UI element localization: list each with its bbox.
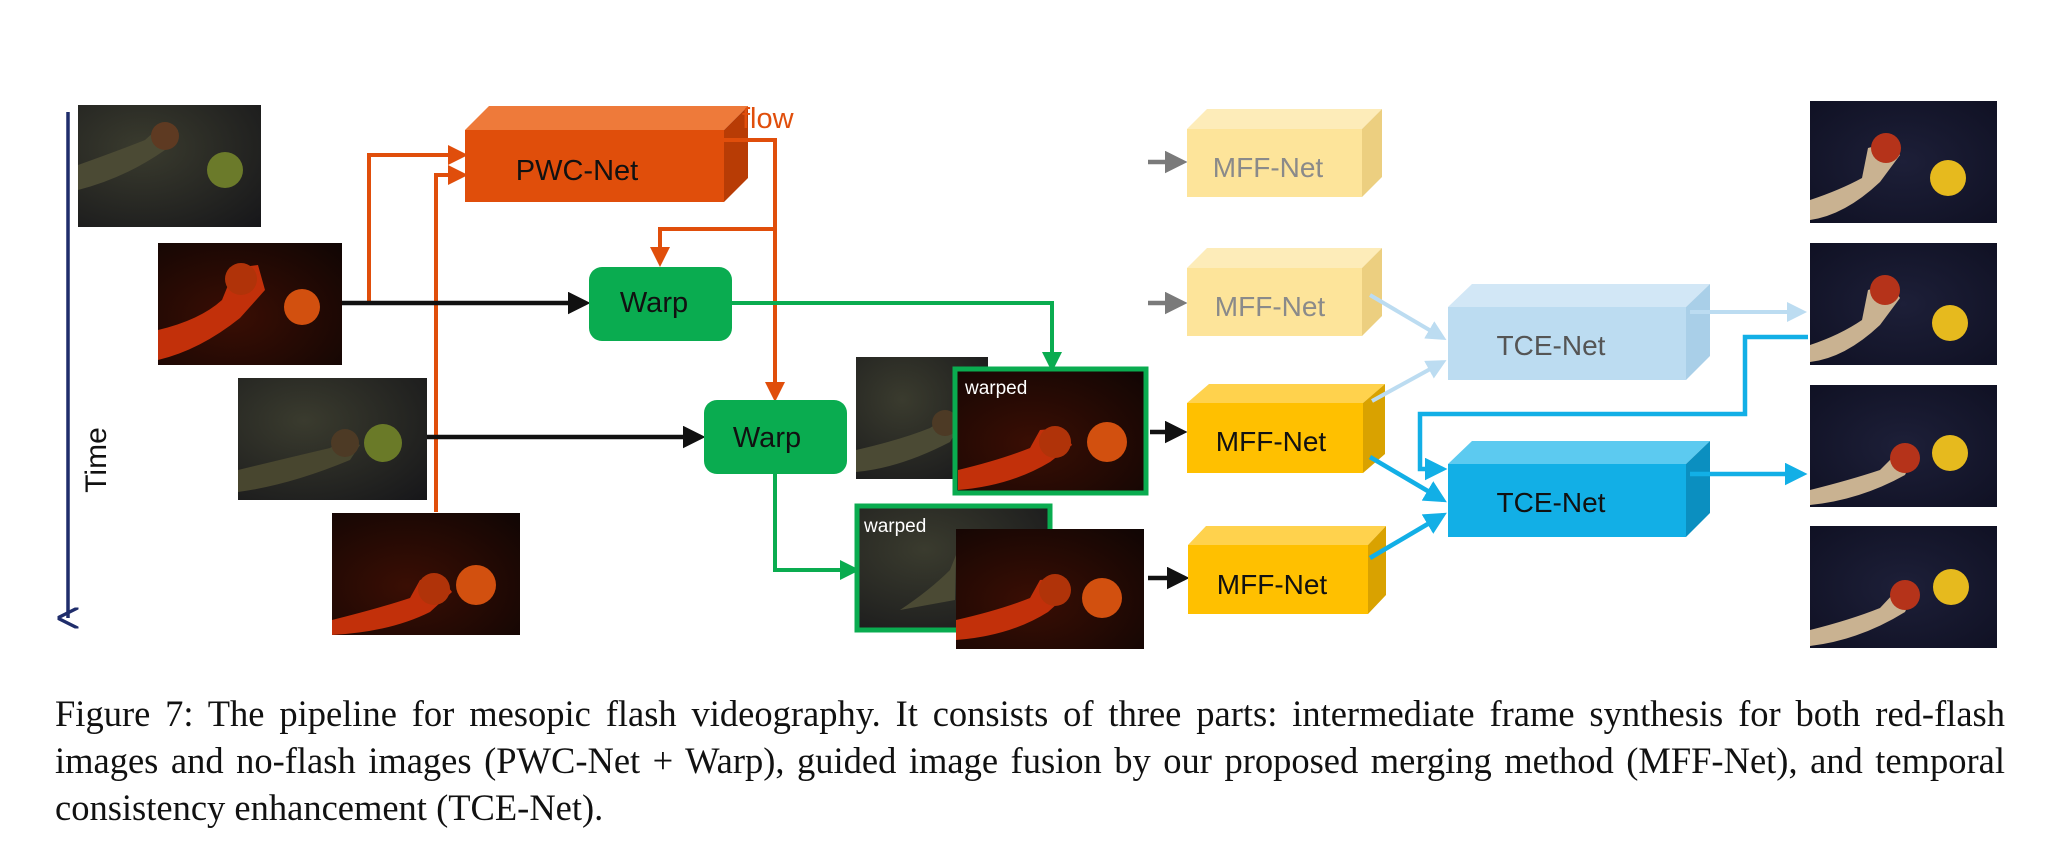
flow-arrow-to-warp-2	[724, 138, 785, 402]
tce-net-block-2: TCE-Net	[1448, 441, 1710, 537]
arrow-output2-feedback-to-tce2	[1417, 334, 1808, 481]
input-frame-2-redflash	[158, 243, 342, 365]
pair-2-redflash-frame	[956, 529, 1144, 649]
flow-arrow-to-warp-1	[650, 227, 775, 267]
output-frame-3	[1810, 385, 1997, 507]
figure-caption: Figure 7: The pipeline for mesopic flash…	[55, 693, 2005, 828]
warped-label-2: warped	[863, 516, 926, 537]
pwc-net-label: PWC-Net	[516, 155, 638, 187]
warp-block-2: Warp	[704, 400, 847, 474]
output-frame-2	[1810, 243, 1997, 365]
arrow-frame4-to-pwc	[434, 165, 468, 512]
mff-net-block-1: MFF-Net	[1187, 109, 1382, 197]
mff-net-2-label: MFF-Net	[1215, 291, 1326, 322]
warped-label-1: warped	[964, 378, 1027, 399]
arrow-mff3-to-tce1	[1371, 360, 1447, 403]
mff-net-1-label: MFF-Net	[1213, 152, 1324, 183]
warp-block-1: Warp	[589, 267, 732, 341]
arrow-frame2-to-pwc	[367, 145, 468, 303]
output-frame-1	[1810, 101, 1997, 223]
pipeline-diagram: Time PWC-Net flow	[0, 101, 1997, 649]
tce-net-2-label: TCE-Net	[1497, 487, 1606, 518]
tce-net-block-1: TCE-Net	[1448, 284, 1710, 380]
tce-net-1-label: TCE-Net	[1497, 330, 1606, 361]
input-frame-3-noflash	[238, 378, 427, 500]
mff-net-4-label: MFF-Net	[1217, 569, 1328, 600]
arrow-mff3-to-tce2	[1368, 455, 1447, 503]
warp-2-label: Warp	[733, 422, 801, 454]
pwc-net-block: PWC-Net	[465, 106, 748, 202]
warp-1-label: Warp	[620, 287, 688, 319]
input-frame-4-redflash	[332, 513, 520, 635]
arrow-mff2-to-tce1	[1368, 293, 1447, 341]
output-frame-4	[1810, 526, 1997, 648]
arrow-warp2-to-warped-noflash	[773, 474, 860, 580]
mff-net-block-4: MFF-Net	[1188, 526, 1386, 614]
mff-net-block-2: MFF-Net	[1187, 248, 1382, 336]
arrow-warp1-to-warped-redflash	[732, 301, 1062, 372]
flow-label: flow	[742, 103, 795, 135]
mff-net-block-3: MFF-Net	[1187, 384, 1385, 473]
time-axis-label: Time	[80, 427, 113, 493]
arrow-mff4-to-tce2	[1368, 512, 1447, 560]
warped-redflash-frame: warped	[952, 366, 1149, 496]
input-frame-1-noflash	[78, 105, 261, 227]
mff-net-3-label: MFF-Net	[1216, 426, 1327, 457]
